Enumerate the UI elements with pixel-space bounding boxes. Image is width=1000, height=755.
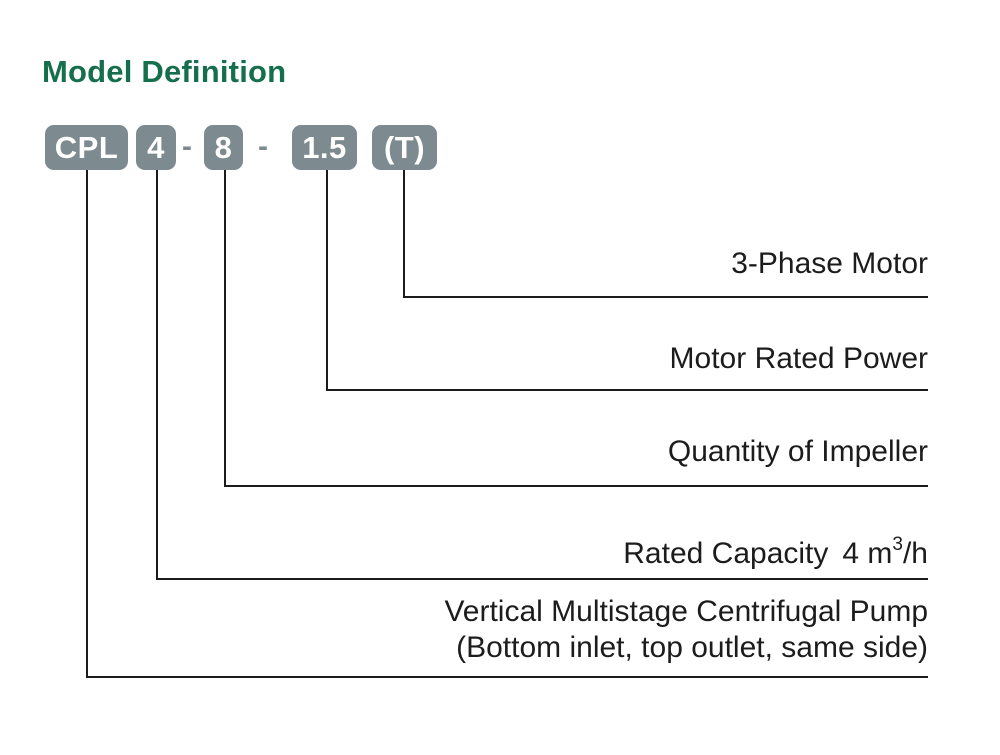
connector-line-rated-capacity bbox=[156, 170, 928, 580]
legend-label-motor-power: Motor Rated Power bbox=[669, 342, 928, 375]
model-badge-series: CPL bbox=[45, 125, 128, 170]
rated-capacity-superscript: 3 bbox=[892, 534, 903, 555]
series-description-line1: Vertical Multistage Centrifugal Pump bbox=[444, 595, 928, 628]
model-badge-motor-power: 1.5 bbox=[292, 125, 357, 170]
connector-line-phase-option bbox=[403, 170, 928, 298]
connector-line-impeller-qty bbox=[224, 170, 928, 487]
rated-capacity-value: 4 m bbox=[842, 537, 893, 570]
model-badge-phase-option: (T) bbox=[372, 125, 437, 170]
model-code-separator: - bbox=[258, 130, 268, 163]
legend-label-phase-option: 3-Phase Motor bbox=[731, 247, 928, 280]
page-title: Model Definition bbox=[42, 54, 287, 89]
series-description-line2: (Bottom inlet, top outlet, same side) bbox=[456, 631, 928, 664]
connector-line-series bbox=[86, 170, 928, 678]
connector-line-motor-power bbox=[326, 170, 928, 391]
legend-label-series: Vertical Multistage Centrifugal Pump (Bo… bbox=[444, 594, 928, 666]
model-code-separator: - bbox=[182, 130, 192, 163]
model-badge-impeller-qty: 8 bbox=[204, 125, 243, 170]
rated-capacity-text: Rated Capacity bbox=[623, 537, 829, 570]
rated-capacity-unit: /h bbox=[902, 537, 928, 570]
legend-label-rated-capacity: Rated Capacity 4 m3/h bbox=[623, 527, 928, 572]
model-badge-rated-capacity: 4 bbox=[136, 125, 176, 170]
legend-label-impeller-qty: Quantity of Impeller bbox=[667, 435, 928, 468]
